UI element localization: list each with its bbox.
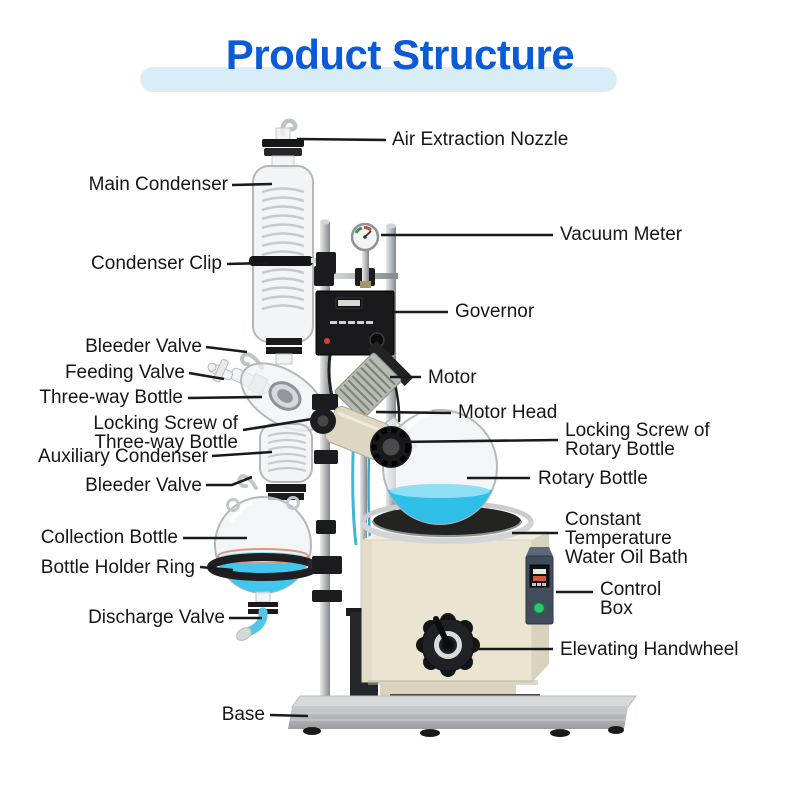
leader-three-way-bottle — [187, 395, 263, 400]
label-constant-temperature-water-oil-bath: Constant Temperature Water Oil Bath — [565, 509, 688, 568]
three-way-bottle-glass — [207, 352, 326, 432]
label-auxiliary-condenser: Auxiliary Condenser — [37, 446, 208, 467]
label-control-box: Control Box — [600, 579, 662, 619]
control-box-panel — [525, 547, 554, 625]
label-bleeder-valve-lower: Bleeder Valve — [85, 475, 202, 496]
label-main-condenser: Main Condenser — [88, 174, 228, 195]
green-power-button — [532, 601, 546, 615]
label-locking-screw-three-way-bottle: Locking Screw of Three-way Bottle — [93, 413, 238, 453]
leader-main-condenser — [231, 182, 273, 187]
leader-condenser-clip — [226, 261, 269, 266]
auxiliary-condenser-glass — [237, 423, 313, 500]
vacuum-meter-gauge — [350, 222, 380, 288]
motor-head-unit — [310, 406, 412, 468]
title-highlight-band — [140, 67, 617, 92]
leader-feeding-valve — [188, 371, 225, 381]
label-three-way-bottle: Three-way Bottle — [39, 387, 183, 408]
leader-bottle-holder-ring — [199, 565, 234, 572]
leader-auxiliary-condenser — [211, 450, 273, 458]
leader-motor-head — [375, 410, 452, 415]
leader-base — [269, 713, 309, 718]
label-air-extraction-nozzle: Air Extraction Nozzle — [392, 129, 569, 150]
label-condenser-clip: Condenser Clip — [91, 253, 222, 274]
label-bleeder-valve-upper: Bleeder Valve — [85, 336, 202, 357]
label-motor: Motor — [428, 367, 477, 388]
governor-box — [315, 290, 401, 443]
bath-pot-inner-rim — [372, 520, 522, 537]
leader-locking-screw-three-way — [242, 417, 313, 432]
leader-locking-screw-rotary — [397, 438, 559, 444]
leader-air-extraction-nozzle — [296, 137, 387, 142]
label-feeding-valve: Feeding Valve — [64, 362, 185, 383]
base-plate — [288, 695, 637, 737]
label-bottle-holder-ring: Bottle Holder Ring — [40, 557, 195, 578]
label-vacuum-meter: Vacuum Meter — [560, 224, 683, 245]
label-motor-head: Motor Head — [458, 402, 558, 423]
page-title: Product Structure — [225, 31, 575, 78]
label-base: Base — [221, 704, 265, 725]
label-discharge-valve: Discharge Valve — [88, 607, 225, 628]
elevating-handwheel-knob — [416, 613, 480, 677]
leader-bleeder-valve-upper — [205, 345, 248, 354]
leader-bleeder-valve-lower — [206, 475, 253, 487]
leader-lines — [183, 137, 593, 718]
label-rotary-bottle: Rotary Bottle — [538, 468, 648, 489]
label-locking-screw-rotary-bottle: Locking Screw of Rotary Bottle — [565, 420, 710, 460]
label-collection-bottle: Collection Bottle — [40, 527, 178, 548]
label-elevating-handwheel: Elevating Handwheel — [560, 639, 739, 660]
motor-unit — [334, 340, 414, 420]
label-governor: Governor — [455, 301, 535, 322]
bath-pot-front-rim — [360, 521, 534, 544]
